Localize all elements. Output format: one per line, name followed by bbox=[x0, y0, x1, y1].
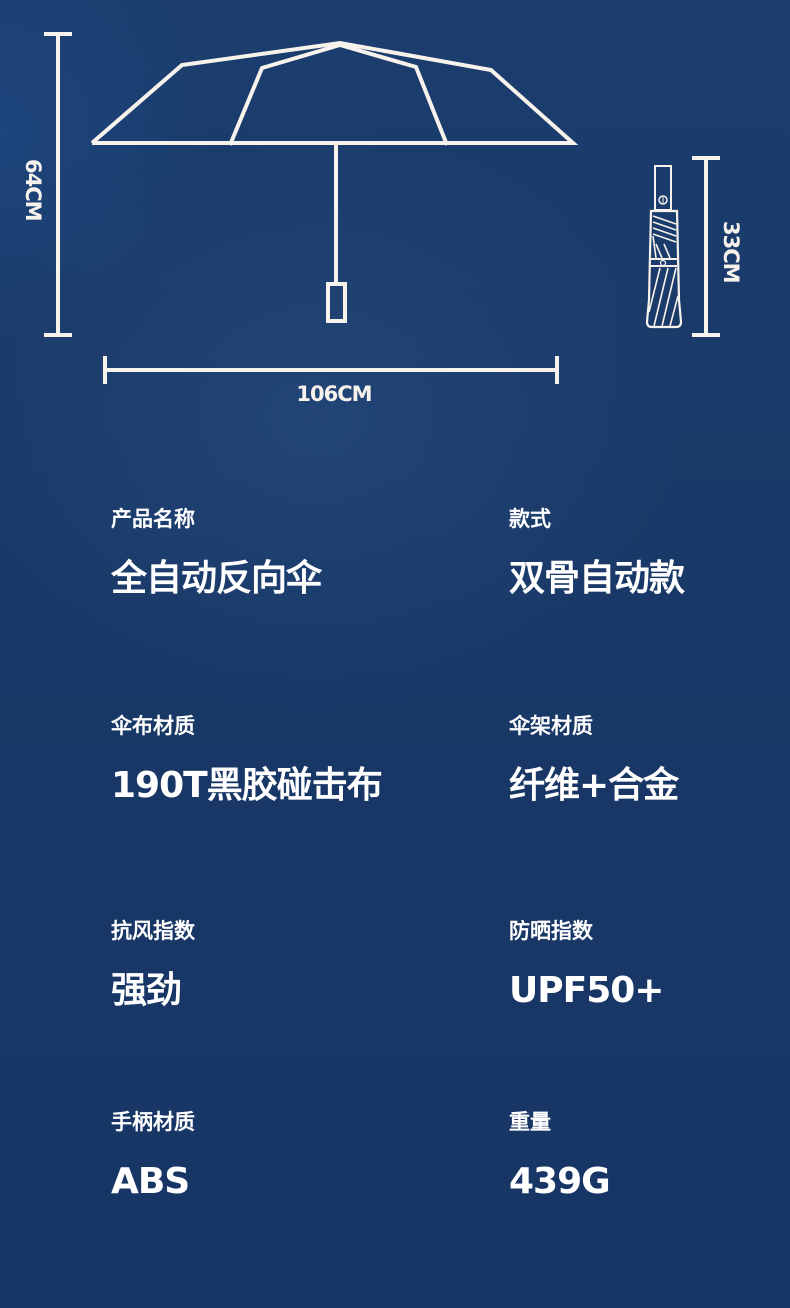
open-umbrella-icon bbox=[44, 32, 720, 384]
spec-label: 抗风指数 bbox=[111, 919, 195, 943]
spec-value: 纤维+合金 bbox=[509, 765, 679, 806]
spec-style: 款式 双骨自动款 bbox=[509, 506, 685, 601]
spec-uv-protection: 防晒指数 UPF50+ bbox=[509, 918, 664, 1013]
spec-wind-resistance: 抗风指数 强劲 bbox=[111, 918, 195, 1013]
spec-value: 双骨自动款 bbox=[509, 558, 685, 599]
spec-value: 强劲 bbox=[111, 970, 182, 1011]
spec-frame-material: 伞架材质 纤维+合金 bbox=[509, 713, 679, 808]
spec-value: UPF50+ bbox=[509, 970, 664, 1011]
spec-label: 产品名称 bbox=[111, 507, 195, 531]
spec-label: 款式 bbox=[509, 507, 551, 531]
spec-weight: 重量 439G bbox=[509, 1109, 611, 1204]
spec-canopy-material: 伞布材质 190T黑胶碰击布 bbox=[111, 713, 383, 808]
umbrella-dimension-diagram: 64CM 106CM 33CM bbox=[0, 0, 790, 430]
spec-label: 伞布材质 bbox=[111, 714, 195, 738]
spec-product-name: 产品名称 全自动反向伞 bbox=[111, 506, 322, 601]
spec-value: ABS bbox=[111, 1161, 190, 1202]
spec-label: 伞架材质 bbox=[509, 714, 593, 738]
spec-label: 防晒指数 bbox=[509, 919, 593, 943]
width-dimension-label: 106CM bbox=[296, 382, 372, 406]
spec-label: 重量 bbox=[509, 1110, 551, 1134]
spec-label: 手柄材质 bbox=[111, 1110, 195, 1134]
folded-umbrella-icon bbox=[645, 165, 683, 329]
spec-value: 190T黑胶碰击布 bbox=[111, 765, 383, 806]
spec-value: 全自动反向伞 bbox=[111, 558, 322, 599]
spec-handle-material: 手柄材质 ABS bbox=[111, 1109, 195, 1204]
spec-value: 439G bbox=[509, 1161, 611, 1202]
